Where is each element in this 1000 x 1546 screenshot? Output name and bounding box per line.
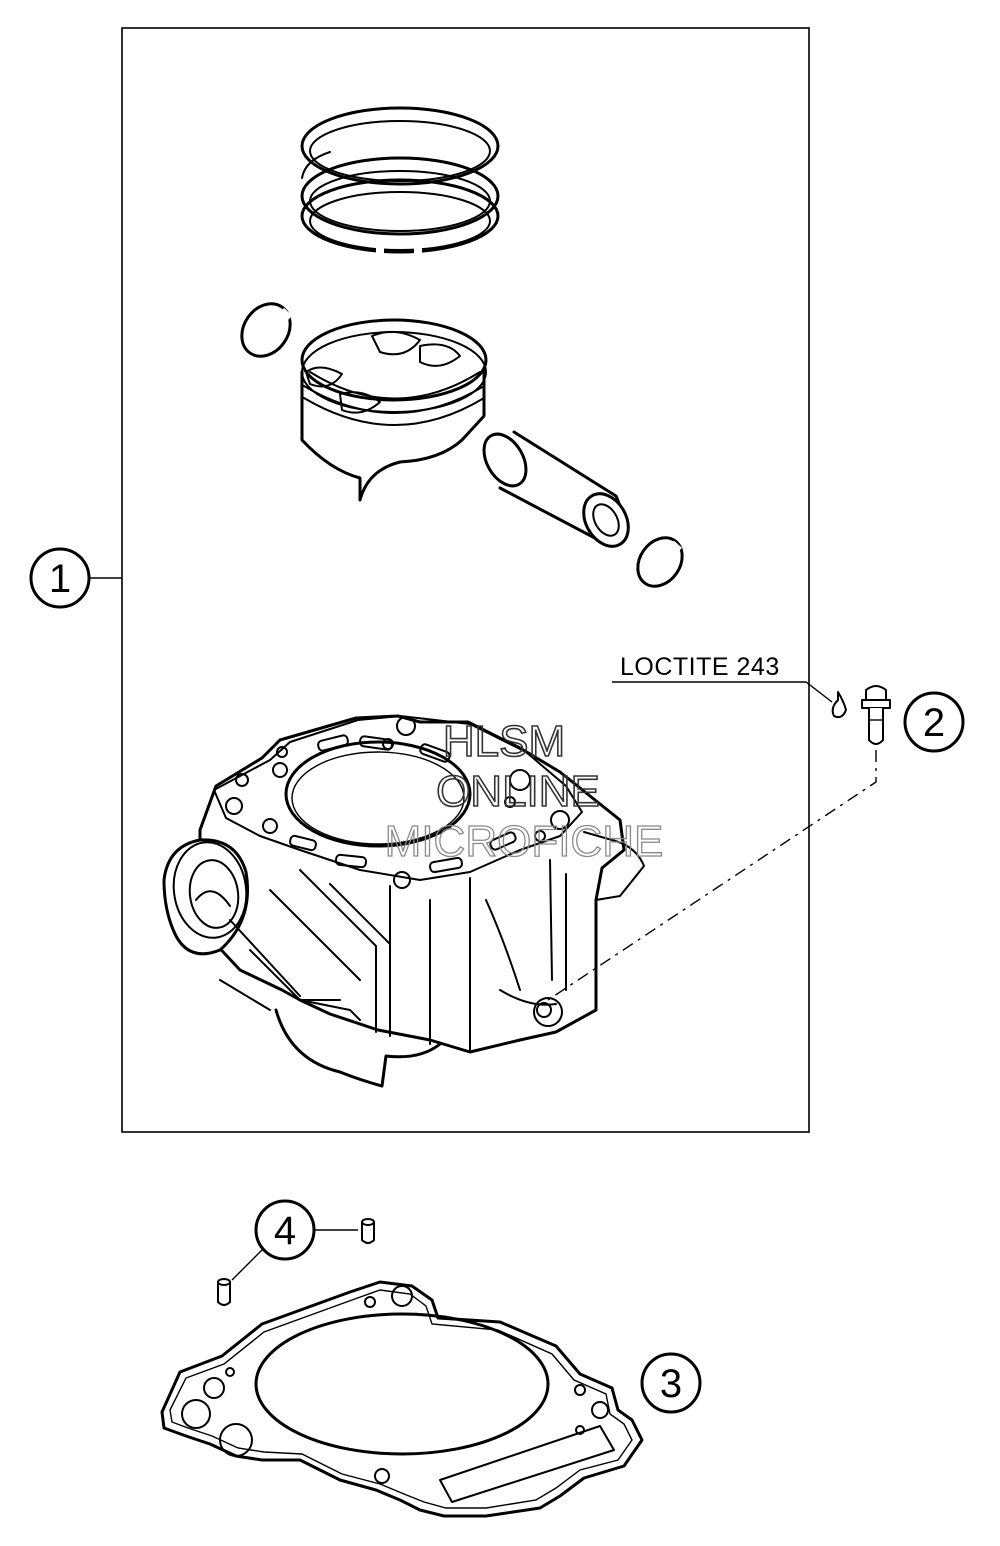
watermark-line-3: MICROFICHE (385, 817, 664, 866)
cylinder-base-gasket (160, 1280, 644, 1518)
watermark-line-2: ONLINE (436, 767, 600, 816)
kit-frame (121, 27, 810, 1133)
piston-pin-circlip-left (240, 302, 293, 358)
watermark: HLSM ONLINE MICROFICHE (384, 716, 664, 866)
cylinder (162, 714, 645, 1088)
callout-4-leader-b (231, 1245, 267, 1281)
loctite-leader-line (612, 681, 833, 703)
callout-2-label: 2 (923, 701, 945, 745)
piston-rings (300, 106, 500, 256)
loctite-note: LOCTITE 243 (620, 653, 780, 681)
callout-1-label: 1 (49, 557, 71, 601)
callout-1: 1 (29, 547, 91, 609)
dowel-pin-upper (361, 1218, 375, 1244)
callout-4: 4 (254, 1199, 316, 1261)
watermark-line-1: HLSM (443, 717, 565, 766)
callout-2: 2 (903, 691, 965, 753)
piston-pin (482, 430, 630, 548)
piston-pin-circlip-right (636, 536, 684, 588)
piston (300, 318, 488, 502)
loctite-drop (831, 691, 847, 719)
callout-4-label: 4 (274, 1209, 296, 1253)
callout-3: 3 (640, 1352, 702, 1414)
dowel-pin-lower (217, 1278, 231, 1306)
bolt-assembly-dash-line (547, 750, 877, 1001)
cylinder-bolt (861, 685, 891, 745)
callout-3-label: 3 (660, 1362, 682, 1406)
